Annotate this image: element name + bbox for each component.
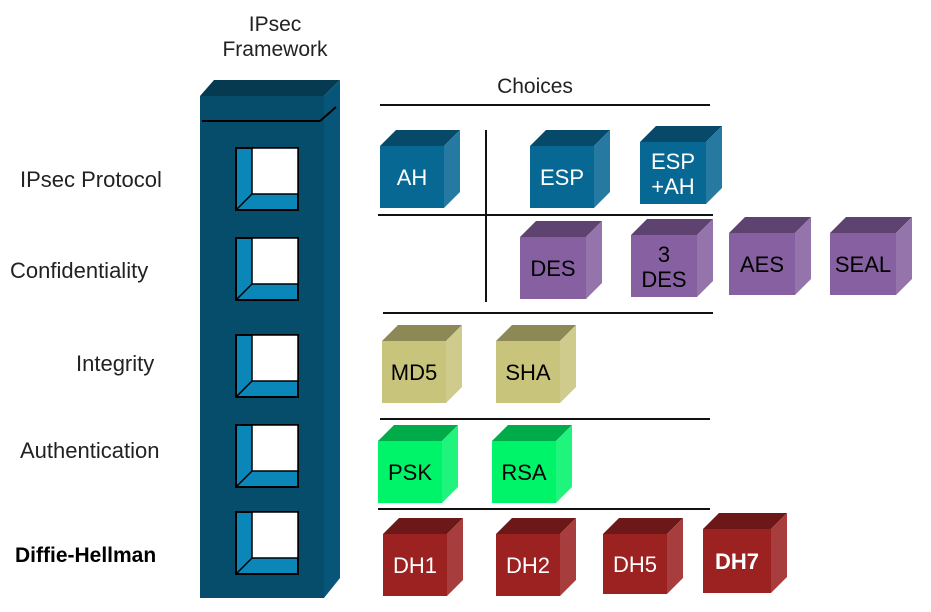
choice-label: DH7 <box>714 549 759 574</box>
separator-line <box>378 508 710 510</box>
choice-label: AES <box>739 252 785 277</box>
cube-shape <box>729 217 811 295</box>
row-label-diffie-hellman: Diffie-Hellman <box>15 544 157 567</box>
cube-shape <box>380 130 460 208</box>
choice-label: DH1 <box>392 553 437 578</box>
choice-label: RSA <box>501 460 547 485</box>
cube-shape <box>640 126 722 204</box>
choice-label: 3 DES <box>641 242 687 292</box>
framework-slot-icon <box>235 237 299 301</box>
choice-3-des: 3 DES <box>631 219 713 313</box>
cube-shape <box>382 325 462 403</box>
separator-line <box>380 418 710 420</box>
choice-dh7: DH7 <box>703 513 787 609</box>
cube-shape <box>492 425 572 503</box>
choice-sha: SHA <box>496 325 576 419</box>
choice-dh5: DH5 <box>603 518 683 610</box>
choice-rsa: RSA <box>492 425 572 519</box>
separator-line <box>380 104 710 106</box>
framework-slot-icon <box>235 147 299 211</box>
choice-label: DH5 <box>612 552 657 577</box>
choice-label: DES <box>530 256 576 281</box>
choice-label: ESP +AH <box>650 149 696 199</box>
cube-shape <box>830 217 912 295</box>
framework-title-line1: IPsec <box>248 13 302 36</box>
framework-pillar-side <box>324 80 340 598</box>
framework-slot-icon <box>235 511 299 575</box>
cube-shape <box>496 518 576 596</box>
row-label-confidentiality: Confidentiality <box>10 258 149 283</box>
cube-shape <box>530 130 610 208</box>
framework-title: IPsec Framework <box>215 12 335 62</box>
row-label-ipsec-protocol: IPsec Protocol <box>20 167 162 192</box>
choice-psk: PSK <box>378 425 458 519</box>
choice-seal: SEAL <box>830 217 912 311</box>
framework-slot-icon <box>235 334 299 398</box>
choice-dh1: DH1 <box>383 518 463 612</box>
choice-md5: MD5 <box>382 325 462 419</box>
choice-ah: AH <box>380 130 460 224</box>
cube-shape <box>520 221 602 299</box>
row-label-integrity: Integrity <box>76 351 155 376</box>
choices-title: Choices <box>497 75 573 98</box>
choice-label: AH <box>396 165 428 190</box>
choice-des: DES <box>520 221 602 315</box>
choice-label: DH2 <box>505 553 550 578</box>
choice-label: PSK <box>387 460 433 485</box>
separator-line <box>378 214 713 216</box>
cube-shape <box>496 325 576 403</box>
framework-pillar-top <box>200 80 340 96</box>
choice-label: MD5 <box>390 360 438 385</box>
separator-line <box>383 312 713 314</box>
choice-label: ESP <box>539 165 585 190</box>
cube-shape <box>603 518 683 594</box>
vertical-divider <box>485 130 487 302</box>
cube-shape <box>703 513 787 593</box>
choice-esp: ESP <box>530 130 610 224</box>
cube-shape <box>378 425 458 503</box>
choice-aes: AES <box>729 217 811 311</box>
choice-esp-plus-ah: ESP +AH <box>640 126 722 220</box>
framework-pillar <box>200 80 340 598</box>
framework-slot-icon <box>235 424 299 488</box>
cube-shape <box>383 518 463 596</box>
choice-dh2: DH2 <box>496 518 576 612</box>
choice-label: SEAL <box>834 252 892 277</box>
row-label-authentication: Authentication <box>20 438 160 463</box>
framework-title-line2: Framework <box>222 38 328 61</box>
choice-label: SHA <box>505 360 551 385</box>
cube-shape <box>631 219 713 297</box>
